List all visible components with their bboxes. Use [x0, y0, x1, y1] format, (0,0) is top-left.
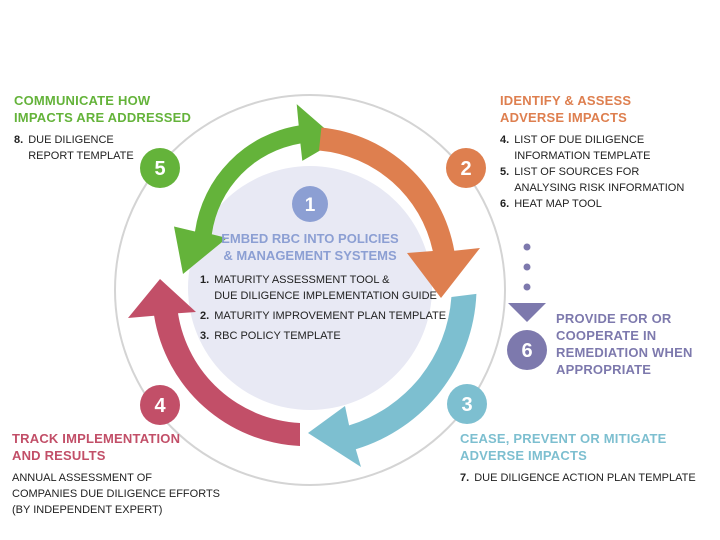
- step-4-text: ANNUAL ASSESSMENT OF COMPANIES DUE DILIG…: [12, 472, 221, 516]
- center-item-text: MATURITY IMPROVEMENT PLAN TEMPLATE: [214, 310, 447, 322]
- center-disc: [188, 166, 432, 410]
- dotted-connector: [508, 243, 546, 322]
- arrow-orange: [319, 127, 480, 298]
- step-3-badge: 3: [447, 384, 487, 424]
- step-2-item-text: LIST OF SOURCES FOR ANALYSING RISK INFOR…: [514, 166, 685, 194]
- center-item-number: 1.: [200, 274, 210, 286]
- step-2-item: 6. HEAT MAP TOOL: [500, 196, 684, 212]
- outer-ring: [114, 94, 506, 486]
- step-2-title: IDENTIFY & ASSESS ADVERSE IMPACTS: [500, 93, 632, 125]
- step-3-items: 7. DUE DILIGENCE ACTION PLAN TEMPLATE: [460, 470, 696, 486]
- arrow-red: [128, 279, 300, 446]
- step-1-number: 1: [305, 195, 316, 216]
- step-2-item-text: LIST OF DUE DILIGENCE INFORMATION TEMPLA…: [514, 134, 651, 162]
- step-2-items: 4. LIST OF DUE DILIGENCE INFORMATION TEM…: [500, 132, 684, 212]
- step-2-item-number: 5.: [500, 166, 510, 178]
- arrow-green: [174, 104, 338, 274]
- center-item: 2. MATURITY IMPROVEMENT PLAN TEMPLATE: [200, 308, 446, 324]
- step-4-number: 4: [154, 395, 166, 417]
- step-5-number: 5: [154, 158, 165, 180]
- step-2-item-text: HEAT MAP TOOL: [514, 198, 602, 210]
- step-2-item: 4. LIST OF DUE DILIGENCE INFORMATION TEM…: [500, 132, 684, 164]
- arrow-blue: [308, 293, 477, 467]
- center-item-number: 2.: [200, 310, 210, 322]
- center-items: 1. MATURITY ASSESSMENT TOOL & DUE DILIGE…: [200, 272, 446, 344]
- step-3-number: 3: [461, 394, 472, 416]
- step-2-badge: 2: [446, 148, 486, 188]
- step-6-number: 6: [521, 340, 532, 362]
- center-item-number: 3.: [200, 330, 210, 342]
- step-3-item-text: DUE DILIGENCE ACTION PLAN TEMPLATE: [474, 472, 696, 484]
- step-3-item-number: 7.: [460, 472, 470, 484]
- center-item: 1. MATURITY ASSESSMENT TOOL & DUE DILIGE…: [200, 272, 446, 304]
- step-5-item: 8. DUE DILIGENCE REPORT TEMPLATE: [14, 132, 134, 164]
- step-3-title: CEASE, PREVENT OR MITIGATE ADVERSE IMPAC…: [460, 431, 667, 463]
- center-item: 3. RBC POLICY TEMPLATE: [200, 328, 446, 344]
- step-1-badge: 1: [292, 186, 328, 222]
- center-title: EMBED RBC INTO POLICIES & MANAGEMENT SYS…: [221, 231, 399, 263]
- step-4-title: TRACK IMPLEMENTATION AND RESULTS: [12, 431, 181, 463]
- step-2-number: 2: [460, 158, 471, 180]
- step-5-items: 8. DUE DILIGENCE REPORT TEMPLATE: [14, 132, 134, 164]
- step-6-badge: 6: [507, 330, 547, 370]
- center-item-text: RBC POLICY TEMPLATE: [214, 330, 341, 342]
- step-5-item-text: DUE DILIGENCE REPORT TEMPLATE: [28, 134, 134, 162]
- center-item-text: MATURITY ASSESSMENT TOOL & DUE DILIGENCE…: [214, 274, 437, 302]
- step-5-item-number: 8.: [14, 134, 24, 146]
- step-4-badge: 4: [140, 385, 180, 425]
- step-2-item-number: 6.: [500, 198, 510, 210]
- step-5-badge: 5: [140, 148, 180, 188]
- step-6-title: PROVIDE FOR OR COOPERATE IN REMEDIATION …: [556, 311, 693, 377]
- step-3-item: 7. DUE DILIGENCE ACTION PLAN TEMPLATE: [460, 470, 696, 486]
- step-2-item: 5. LIST OF SOURCES FOR ANALYSING RISK IN…: [500, 164, 684, 196]
- step-2-item-number: 4.: [500, 134, 510, 146]
- step-5-title: COMMUNICATE HOW IMPACTS ARE ADDRESSED: [14, 93, 192, 125]
